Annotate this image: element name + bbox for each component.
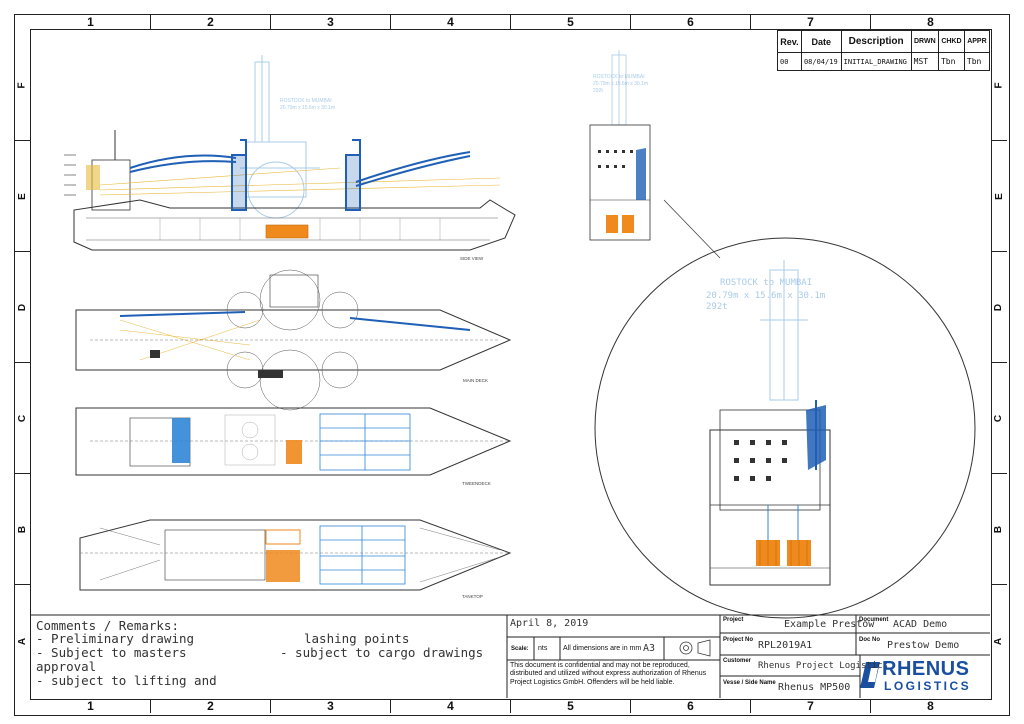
grid-row-C-right: C — [991, 363, 1007, 474]
remark-item: - subject to cargo drawings — [280, 645, 484, 660]
main-deck-drawing: MAIN DECK — [75, 269, 512, 411]
remarks-title: Comments / Remarks: — [36, 618, 179, 633]
project-value: Example Prestow — [784, 619, 875, 630]
projection-symbol — [679, 639, 711, 657]
grid-col-7: 7 — [751, 15, 871, 29]
grid-col-7-bottom: 7 — [751, 699, 871, 713]
customer-value: Rhenus Project Logistics — [758, 661, 889, 671]
revision-row: 00 08/04/19 INITIAL_DRAWING MST Tbn Tbn — [777, 52, 991, 71]
small-front-view: ROSTOCK to MUMBAI 20.79m x 15.6m x 30.1m… — [589, 50, 651, 241]
grid-col-5: 5 — [511, 15, 631, 29]
vessel-label: Vesse / Side Name — [723, 680, 776, 686]
remark-item: - subject to lifting and — [36, 673, 217, 688]
ghost-crane — [240, 55, 320, 219]
document-label: Document — [859, 617, 889, 623]
grid-col-2: 2 — [151, 15, 271, 29]
doc-no-label: Doc No — [859, 637, 880, 643]
label-side-view: SIDE VIEW — [460, 256, 484, 261]
grid-col-8: 8 — [927, 15, 934, 29]
dimensions-note: All dimensions are in mm — [563, 645, 642, 652]
rhenus-logo-bottom: LOGISTICS — [884, 679, 972, 693]
label-tweendeck: TWEENDECK — [462, 481, 491, 486]
rev-drwn: MST — [910, 52, 939, 71]
grid-row-B: B — [15, 474, 30, 585]
small-note-line1: ROSTOCK to MUMBAI — [593, 74, 645, 80]
grid-col-6-bottom: 6 — [631, 699, 751, 713]
detail-note-line1: ROSTOCK to MUMBAI — [720, 278, 812, 288]
rhenus-logo-top: RHENUS — [882, 658, 970, 680]
grid-row-F: F — [15, 30, 30, 141]
grid-col-4-bottom: 4 — [391, 699, 511, 713]
grid-col-4: 4 — [391, 15, 511, 29]
grid-col-1: 1 — [31, 15, 151, 29]
remark-item: - Preliminary drawing — [36, 631, 195, 646]
remark-item: - Subject to masters — [36, 645, 187, 660]
remark-item: approval — [36, 659, 97, 674]
grid-row-D-right: D — [991, 252, 1007, 363]
remark-item: lashing points — [304, 631, 410, 646]
rev-chkd: Tbn — [937, 52, 965, 71]
grid-col-3-bottom: 3 — [271, 699, 391, 713]
grid-col-5-bottom: 5 — [511, 699, 631, 713]
tweendeck-drawing: TWEENDECK — [75, 407, 512, 486]
ghost-note-line1: ROSTOCK to MUMBAI — [280, 98, 332, 104]
project-no-label: Project No — [723, 637, 754, 643]
paper-size: A3 — [643, 643, 656, 654]
drawing-date: April 8, 2019 — [510, 618, 589, 629]
grid-row-B-right: B — [991, 474, 1007, 585]
revision-table: Rev. Date Description DRWN CHKD APPR 00 … — [777, 30, 991, 71]
confidential-notice: This document is confidential and may no… — [510, 662, 707, 686]
detail-note-line3: 292t — [706, 302, 728, 312]
side-view-drawing: ROSTOCK to MUMBAI 20.79m x 15.6m x 30.1m — [64, 55, 516, 261]
grid-col-1-bottom: 1 — [31, 699, 151, 713]
label-main-deck: MAIN DECK — [463, 378, 488, 383]
grid-row-D: D — [15, 252, 30, 363]
project-no-value: RPL2019A1 — [758, 640, 813, 651]
grid-row-E: E — [15, 141, 30, 252]
outer-border — [14, 14, 1010, 716]
document-value: ACAD Demo — [893, 619, 948, 630]
rhenus-logo-mark — [860, 662, 880, 688]
tanktop-drawing: TANKTOP — [79, 519, 512, 599]
grid-row-E-right: E — [991, 141, 1007, 252]
grid-row-F-right: F — [991, 30, 1007, 141]
grid-col-8-bottom: 8 — [927, 699, 934, 713]
grid-row-C: C — [15, 363, 30, 474]
vessel-value: Rhenus MP500 — [778, 682, 851, 693]
title-block-lines — [30, 614, 990, 698]
ghost-note-line2: 20.79m x 15.6m x 30.1m — [280, 105, 335, 111]
grid-col-3: 3 — [271, 15, 391, 29]
scale-value: nts — [538, 645, 548, 652]
label-tanktop: TANKTOP — [462, 594, 483, 599]
rev-value: 00 — [777, 52, 802, 71]
grid-col-2-bottom: 2 — [151, 699, 271, 713]
scale-label: Scale: — [511, 646, 529, 652]
detail-note-line2: 20.79m x 15.6m x 30.1m — [706, 291, 825, 301]
project-label: Project — [723, 617, 744, 623]
detail-circle-view: ROSTOCK to MUMBAI 20.79m x 15.6m x 30.1m… — [594, 237, 976, 619]
customer-label: Customer — [723, 658, 752, 664]
small-note-line3: 292t — [593, 88, 603, 94]
rev-appr: Tbn — [963, 52, 991, 71]
small-note-line2: 20.79m x 15.6m x 30.1m — [593, 81, 648, 87]
inner-border — [30, 29, 992, 700]
doc-no-value: Prestow Demo — [887, 640, 960, 651]
grid-col-6: 6 — [631, 15, 751, 29]
